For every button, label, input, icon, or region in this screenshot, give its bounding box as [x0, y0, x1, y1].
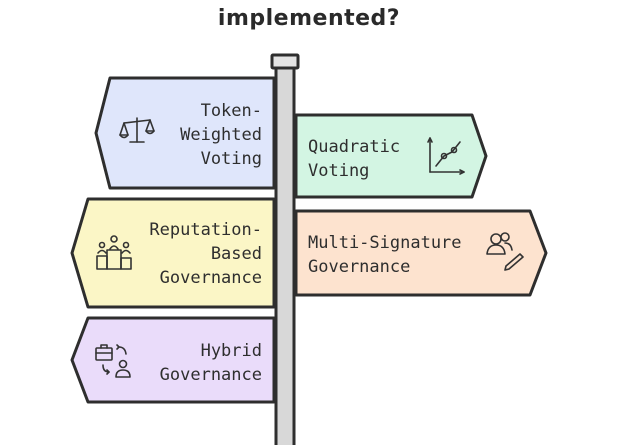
sign-label-multi-signature-governance: Multi-Signature Governance [308, 231, 478, 279]
sign-post [270, 53, 300, 445]
sign-label-line: Voting [308, 161, 370, 181]
sign-board [294, 113, 488, 199]
sign-board [294, 209, 548, 297]
sign-label-line: Reputation- [149, 220, 262, 240]
sign-quadratic-voting [294, 113, 488, 199]
sign-label-line: Governance [308, 257, 411, 277]
sign-label-token-weighted-voting: Token- Weighted Voting [150, 99, 262, 171]
users-sign-icon [486, 232, 524, 271]
sign-label-line: Weighted [180, 125, 262, 145]
sign-label-line: Voting [200, 149, 262, 169]
sign-hybrid-governance [70, 316, 276, 404]
sign-label-line: Multi-Signature [308, 233, 462, 253]
sign-board [70, 316, 276, 404]
balance-scale-icon [119, 117, 155, 143]
sign-label-line: Governance [159, 365, 262, 385]
sign-label-line: Quadratic [308, 137, 401, 157]
sign-board [70, 197, 276, 309]
sign-reputation-based-governance [70, 197, 276, 309]
podium-icon [96, 235, 132, 270]
sign-label-quadratic-voting: Quadratic Voting [308, 135, 428, 183]
line-graph-icon [427, 137, 465, 175]
sign-token-weighted-voting [94, 76, 276, 190]
sign-label-line: Token- [200, 101, 262, 121]
sign-label-line: Hybrid [200, 341, 262, 361]
sign-label-hybrid-governance: Hybrid Governance [140, 339, 262, 387]
sign-multi-signature-governance [294, 209, 548, 297]
sign-board [94, 76, 276, 190]
exchange-roles-icon [95, 344, 131, 378]
sign-label-reputation-based-governance: Reputation- Based Governance [140, 218, 262, 290]
sign-label-line: Based [210, 244, 262, 264]
sign-label-line: Governance [159, 268, 262, 288]
diagram-title-line-2: implemented? [217, 6, 401, 31]
